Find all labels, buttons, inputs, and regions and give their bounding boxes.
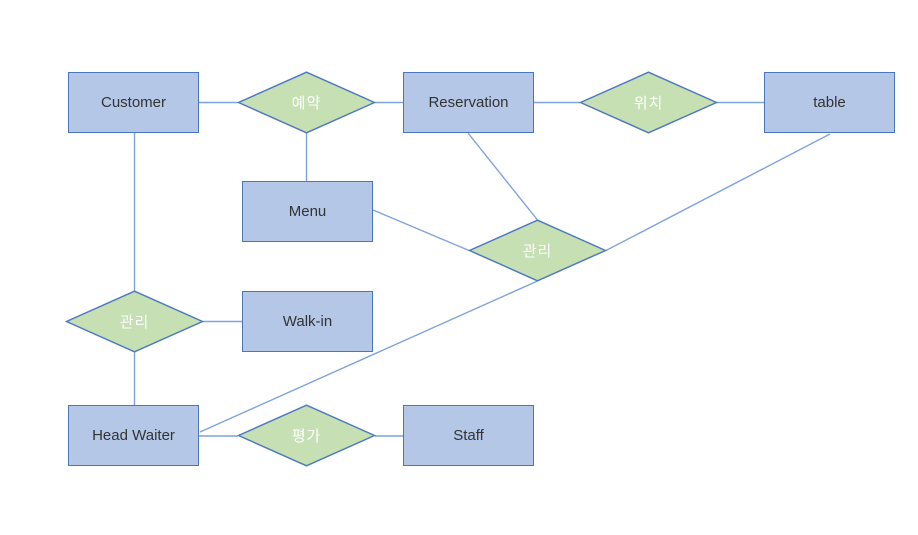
- diamond-shape: [65, 290, 204, 353]
- relationship-label: 평가: [291, 428, 322, 445]
- relationship-yeyak[interactable]: 예약: [237, 71, 376, 134]
- relationship-label: 위치: [633, 95, 664, 112]
- entity-label: Head Waiter: [92, 427, 175, 444]
- entity-customer[interactable]: Customer: [68, 72, 199, 133]
- relationship-label: 관리: [522, 243, 553, 260]
- connector-head-waiter-gwanri-center: [199, 280, 538, 433]
- relationship-label: 관리: [119, 314, 150, 331]
- entity-reservation[interactable]: Reservation: [403, 72, 534, 133]
- entity-label: Staff: [453, 427, 484, 444]
- entity-head-waiter[interactable]: Head Waiter: [68, 405, 199, 466]
- diamond-shape: [237, 404, 376, 467]
- entity-label: Menu: [288, 203, 327, 220]
- entity-menu[interactable]: Menu: [242, 181, 373, 242]
- entity-walk-in[interactable]: Walk-in: [242, 291, 373, 352]
- relationship-gwanri-left[interactable]: 관리: [65, 290, 204, 353]
- relationship-pyeongga[interactable]: 평가: [237, 404, 376, 467]
- diamond-shape: [579, 71, 718, 134]
- entity-table[interactable]: table: [764, 72, 895, 133]
- entity-staff[interactable]: Staff: [403, 405, 534, 466]
- diamond-shape: [237, 71, 376, 134]
- connector-menu-gwanri-center: [372, 209, 470, 252]
- entity-label: Customer: [100, 94, 167, 111]
- connector-table-gwanri-center: [605, 133, 831, 252]
- relationship-wichi[interactable]: 위치: [579, 71, 718, 134]
- entity-label: Reservation: [428, 94, 509, 111]
- relationship-label: 예약: [291, 95, 322, 112]
- connector-reservation-gwanri-center: [467, 132, 539, 221]
- entity-label: table: [813, 94, 846, 111]
- relationship-gwanri-center[interactable]: 관리: [468, 219, 607, 282]
- entity-label: Walk-in: [282, 313, 333, 330]
- diamond-shape: [468, 219, 607, 282]
